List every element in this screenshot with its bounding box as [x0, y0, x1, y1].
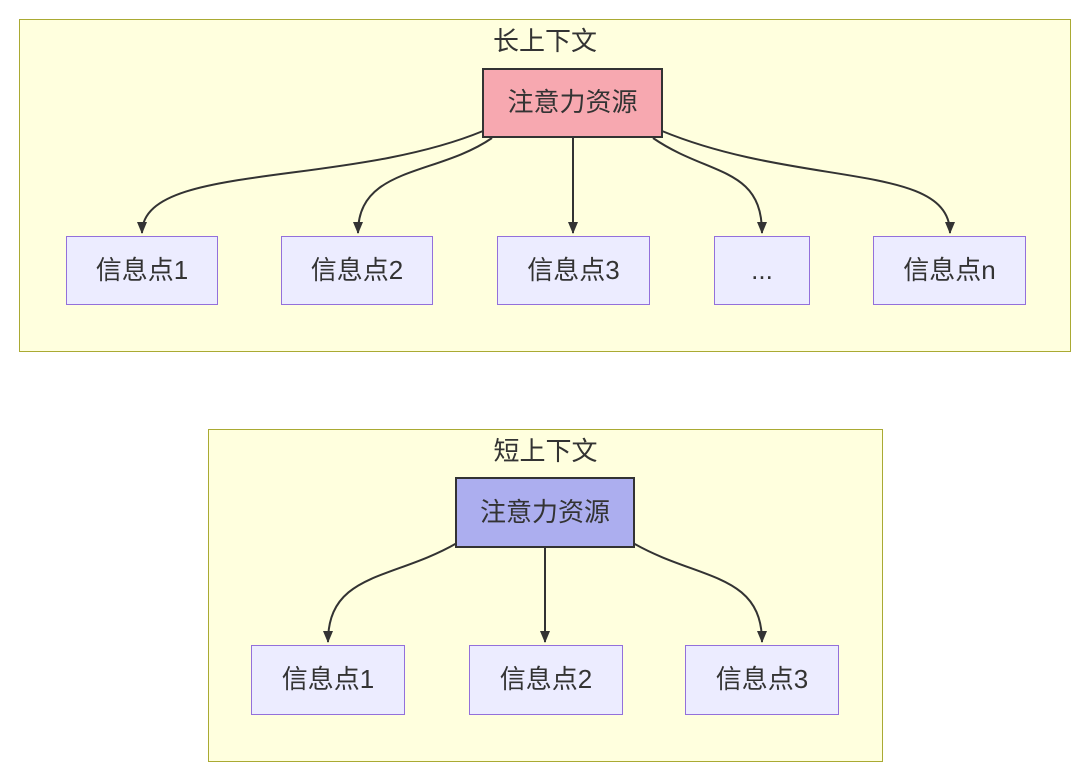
attention-node-short-label: 注意力资源: [479, 496, 610, 527]
info-node-short-3: 信息点3: [685, 645, 839, 715]
info-node-long-ellipsis: ...: [714, 236, 810, 305]
info-node-long-n-label: 信息点n: [903, 254, 996, 285]
info-node-long-1-label: 信息点1: [95, 254, 189, 285]
short-context-title: 短上下文: [493, 436, 598, 466]
info-node-short-1-label: 信息点1: [281, 664, 375, 695]
info-node-long-3-label: 信息点3: [527, 254, 620, 285]
info-node-short-1: 信息点1: [251, 645, 405, 715]
info-node-long-2-label: 信息点2: [310, 254, 404, 285]
info-node-short-2-label: 信息点2: [499, 664, 593, 695]
attention-node-short: 注意力资源: [455, 477, 635, 548]
info-node-short-2: 信息点2: [469, 645, 623, 715]
info-node-long-n: 信息点n: [873, 236, 1026, 305]
attention-node-long-label: 注意力资源: [507, 87, 638, 118]
info-node-long-ellipsis-label: ...: [751, 254, 773, 285]
info-node-long-1: 信息点1: [66, 236, 218, 305]
info-node-short-3-label: 信息点3: [715, 664, 809, 695]
info-node-long-2: 信息点2: [281, 236, 433, 305]
attention-node-long: 注意力资源: [482, 68, 663, 138]
info-node-long-3: 信息点3: [497, 236, 650, 305]
long-context-title: 长上下文: [492, 26, 597, 56]
